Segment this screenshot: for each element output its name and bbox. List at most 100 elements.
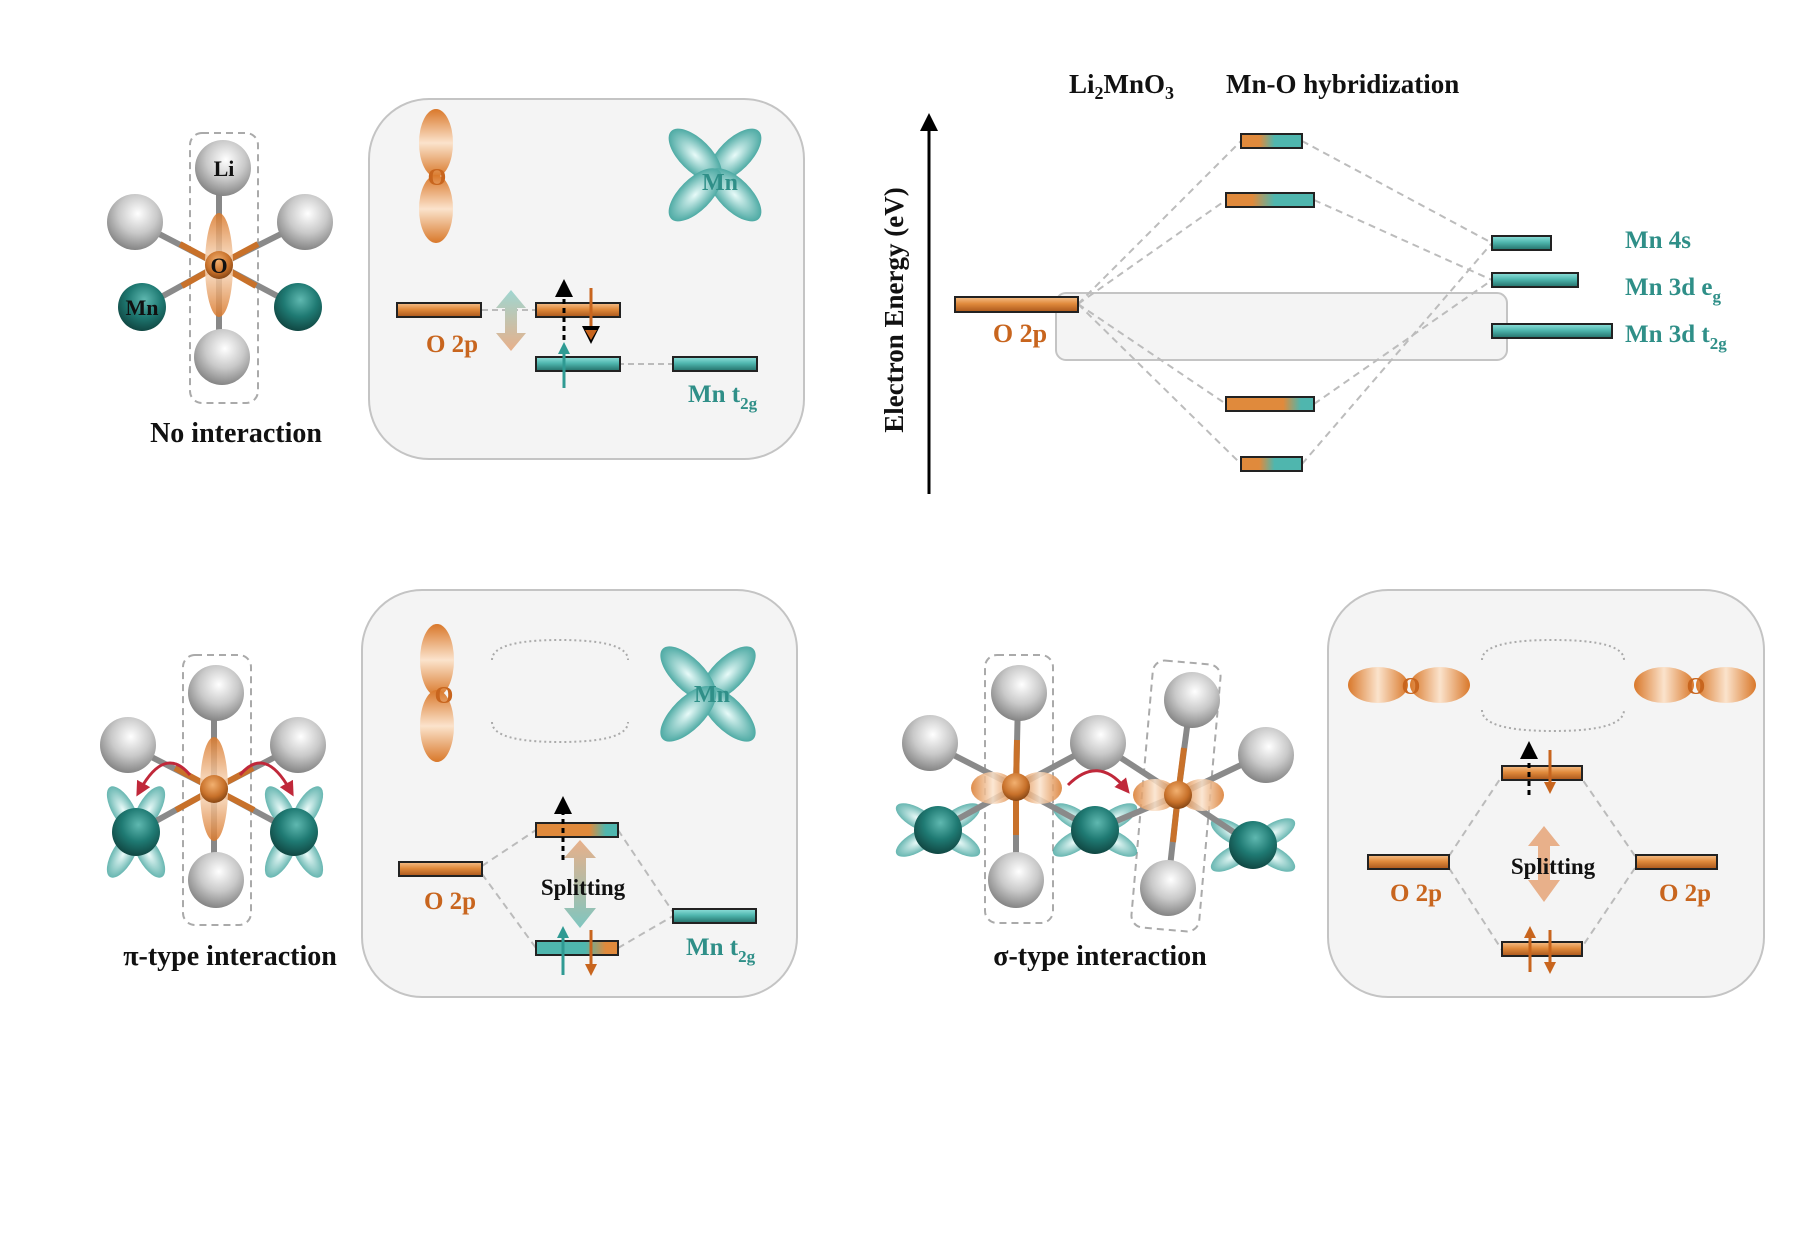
li-atom: [1070, 715, 1126, 771]
mn-orbital-label: Mn: [694, 682, 730, 708]
mn-d-orbital-icon: [660, 646, 756, 742]
mo-diagram: Li2MnO3 Mn-O hybridization Electron Ener…: [879, 69, 1727, 494]
mn-3d-eg-label-sub: g: [1713, 287, 1722, 306]
o2p-label: O 2p: [424, 888, 476, 915]
mn-3d-eg-label-main: Mn 3d e: [1625, 274, 1713, 301]
splitting-double-arrow: [564, 840, 596, 928]
li-atom: [194, 329, 250, 385]
mn-atom: [270, 808, 318, 856]
li-atom: [277, 194, 333, 250]
li-atom: [1164, 672, 1220, 728]
li-o-li-column-box: [189, 132, 259, 404]
pi-type-panel: O Mn Splitting O 2p Mn t2g: [361, 589, 798, 998]
spin-up-arrowhead: [557, 926, 569, 938]
mn-t2g-label: Mn t2g: [686, 934, 756, 966]
li-atom-label: Li: [214, 156, 235, 181]
mn-3d-t2g-label-sub: 2g: [1710, 334, 1728, 353]
o-px-orbitals: [971, 772, 1224, 811]
o-p-orbital-icon: [419, 109, 453, 243]
compound-mno: MnO: [1104, 69, 1166, 99]
li-atom: [195, 140, 251, 196]
mn-t2g-label-sub: 2g: [740, 394, 758, 413]
o-orbital-label: O: [435, 683, 454, 709]
hopping-arrow-left: [136, 761, 192, 797]
li-o-li-column-box: [182, 654, 252, 926]
o2p-label: O 2p: [426, 331, 478, 358]
o-orbital-label: O: [428, 165, 447, 191]
o2p-level-label: O 2p: [993, 319, 1047, 348]
li-atom: [188, 852, 244, 908]
energy-axis-label: Electron Energy (eV): [879, 187, 909, 432]
o-orbital-label-left: O: [1402, 674, 1421, 700]
mn-t2g-level-bar-right: [672, 356, 758, 372]
o2p-level-bar-right: [1635, 854, 1718, 870]
o-atom: [205, 251, 233, 279]
mn-atom: [1071, 806, 1119, 854]
correlation-lines: [481, 829, 674, 949]
spin-up-arrowhead: [558, 342, 570, 354]
o2p-level-bar-right: [535, 302, 621, 318]
mn-atom-label: Mn: [126, 295, 159, 320]
sigma-type-caption: σ-type interaction: [993, 941, 1207, 972]
mn-3d-t2g-level-bar: [1491, 323, 1613, 339]
o2p-level-bar: [954, 296, 1079, 313]
spin-down-arrowhead: [1544, 782, 1556, 794]
mn-4s-label: Mn 4s: [1625, 227, 1691, 254]
o2p-level-bar-left: [1367, 854, 1450, 870]
correlation-lines: [1448, 775, 1636, 951]
bonding-level-bar: [1501, 941, 1583, 957]
li-atom: [1140, 860, 1196, 916]
spin-down-arrowhead: [585, 330, 597, 340]
o-atom: [1164, 781, 1192, 809]
o-atom: [1002, 773, 1030, 801]
li-atom: [902, 715, 958, 771]
hybrid-level-bar: [1240, 133, 1303, 149]
mo-title-hybridization: Mn-O hybridization: [1226, 69, 1459, 99]
splitting-label: Splitting: [1511, 854, 1596, 879]
mo-title-compound: Li2MnO3: [1069, 69, 1174, 103]
energy-gap-double-arrow: [496, 290, 526, 351]
mn-d-orbital-icon: [668, 128, 762, 222]
li-atom: [100, 717, 156, 773]
mn-t2g-level-bar: [535, 356, 621, 372]
hybrid-level-bar: [1225, 192, 1315, 208]
mn-atom: [274, 283, 322, 331]
o2p-level-bar: [398, 861, 483, 877]
li-atom: [991, 665, 1047, 721]
panel-background: [1327, 589, 1765, 998]
antibonding-level-bar: [1501, 765, 1583, 781]
overlap-dotted-arc-bottom: [491, 721, 629, 744]
sigma-type-panel: O O Splitting O 2p O 2p: [1327, 589, 1765, 998]
mn-orbital-label: Mn: [702, 170, 738, 196]
correlation-lines: [1077, 140, 1493, 465]
hopping-arrow-right: [238, 761, 294, 797]
li-atom: [107, 194, 163, 250]
o2p-label-right: O 2p: [1659, 880, 1711, 907]
no-interaction-caption: No interaction: [150, 418, 322, 449]
o-p-orbital-icon-right: [1634, 667, 1756, 703]
o-p-orbital-icon: [420, 624, 454, 762]
compound-li: Li: [1069, 69, 1095, 99]
mn-4s-level-bar: [1491, 235, 1552, 251]
spin-down-arrowhead: [1544, 962, 1556, 974]
no-interaction-structure: Li O Mn: [107, 132, 333, 404]
o-atom-label: O: [210, 253, 227, 278]
mn-3d-t2g-label-main: Mn 3d t: [1625, 321, 1710, 348]
o2p-level-bar: [396, 302, 482, 318]
mn-3d-eg-level-bar: [1491, 272, 1579, 288]
spin-down-arrowhead: [585, 964, 597, 976]
hopping-arrow: [1066, 769, 1130, 794]
mn-3d-eg-label: Mn 3d eg: [1625, 274, 1722, 306]
mn-t2g-label-main: Mn t: [688, 381, 741, 408]
mn-atom: [1229, 821, 1277, 869]
mn-4s-label-main: Mn 4s: [1625, 227, 1691, 254]
mn-atom: [118, 283, 166, 331]
bonding-level-bar: [535, 940, 619, 956]
mn-t2g-label-sub: 2g: [738, 947, 756, 966]
no-interaction-panel: O Mn O 2p Mn t2g: [368, 98, 805, 460]
mn-t2g-level-bar: [672, 908, 757, 924]
spin-up-arrowhead: [1524, 926, 1536, 938]
splitting-double-arrow: [1528, 826, 1560, 902]
pi-type-structure: [100, 654, 326, 926]
